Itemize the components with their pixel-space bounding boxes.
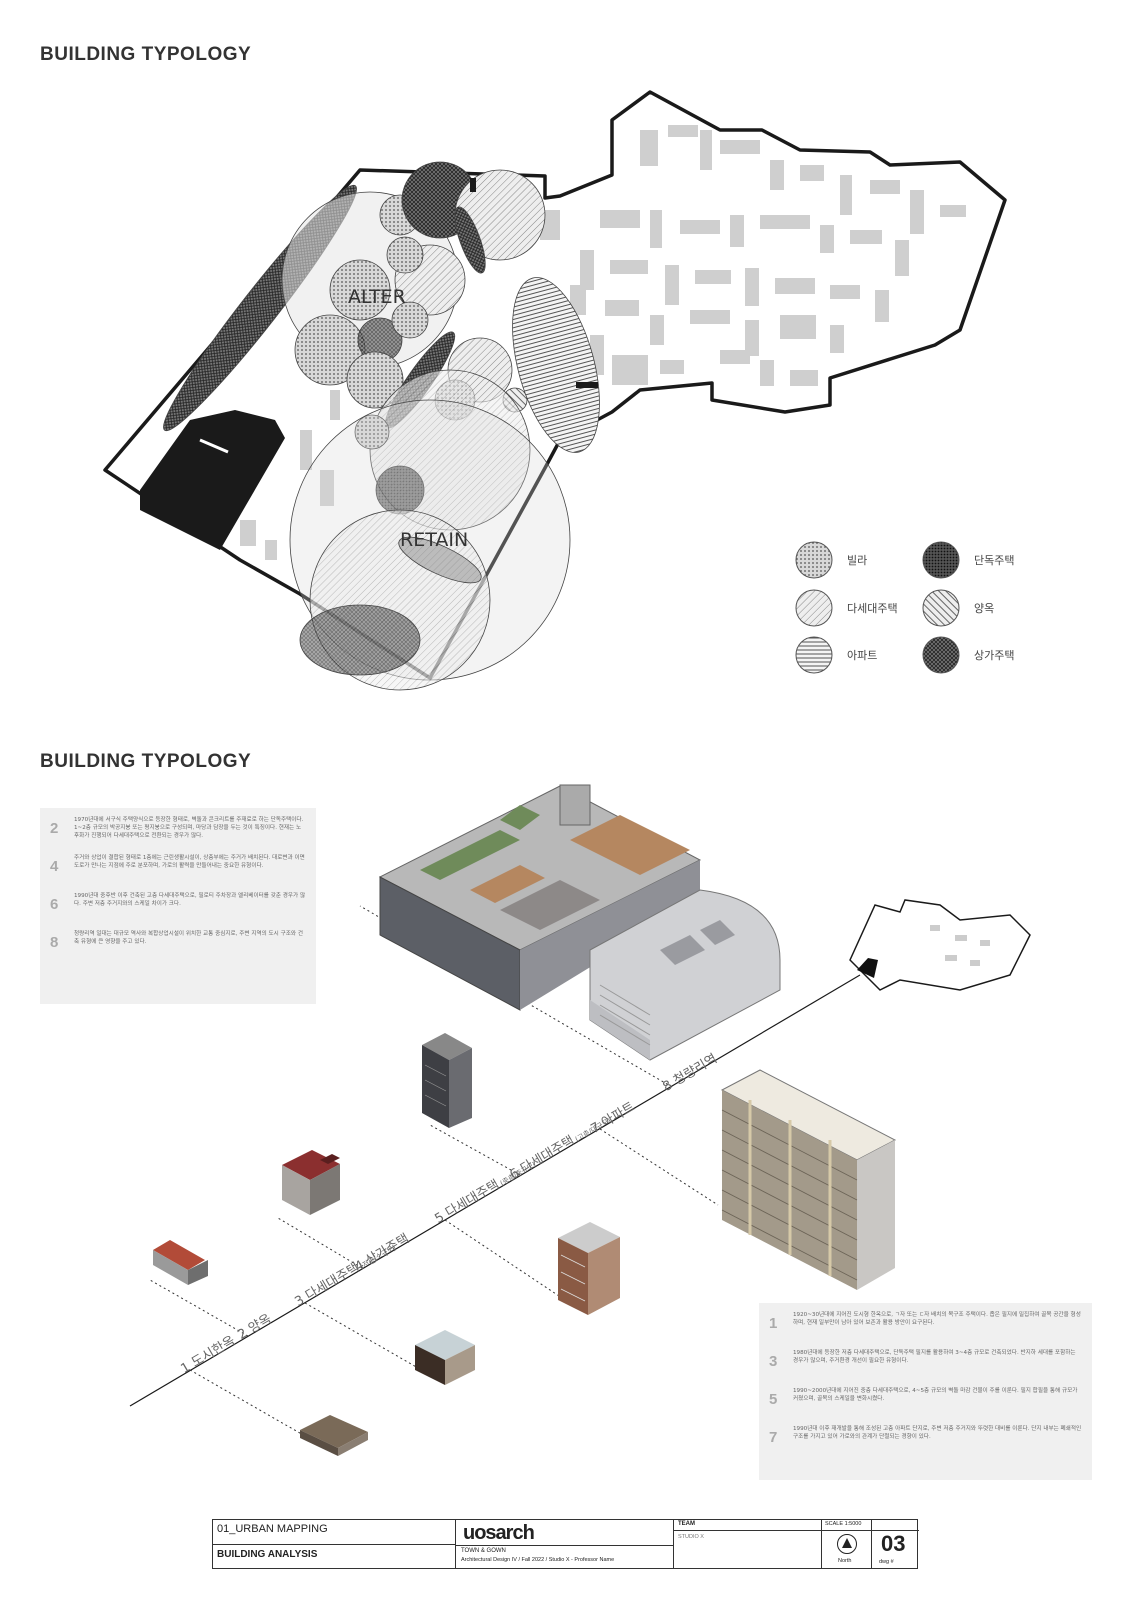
- building-5: [558, 1222, 620, 1315]
- legend-item: 단독주택: [922, 541, 1014, 579]
- building-4: [282, 1150, 340, 1215]
- legend-item: 양옥: [922, 589, 994, 627]
- course-title: TOWN & GOWN: [461, 1548, 506, 1554]
- note-item: 5 1990~2000년대에 지어진 중층 다세대주택으로, 4~5층 규모의 벽…: [769, 1387, 1082, 1413]
- note-text: 1990년대 중후반 이후 건축된 고층 다세대주택으로, 필로티 주차장과 엘…: [74, 893, 306, 907]
- retain-label: RETAIN: [400, 529, 468, 551]
- building-1: [300, 1415, 368, 1456]
- notes-panel-left: 2 1970년대에 서구식 주택양식으로 등장한 형태로, 벽돌과 콘크리트를 주…: [40, 808, 316, 1004]
- legend-label: 상가주택: [974, 649, 1015, 662]
- section-name: BUILDING ANALYSIS: [217, 1549, 318, 1560]
- legend-swatch-icon: [795, 541, 833, 579]
- timeline-label-text: 6 다세대주택: [507, 1133, 578, 1183]
- timeline-label-text: 3 다세대주택: [292, 1260, 363, 1310]
- note-text: 1920~30년대에 지어진 도시형 한옥으로, ㄱ자 또는 ㄷ자 배치의 목구…: [793, 1312, 1081, 1326]
- legend-swatch-icon: [922, 636, 960, 674]
- building-2: [153, 1240, 208, 1285]
- notes-panel-right: 1 1920~30년대에 지어진 도시형 한옥으로, ㄱ자 또는 ㄷ자 배치의 목…: [759, 1303, 1092, 1480]
- logo: uosarch: [463, 1522, 535, 1544]
- note-item: 6 1990년대 중후반 이후 건축된 고층 다세대주택으로, 필로티 주차장과 …: [50, 892, 306, 918]
- legend-label: 단독주택: [974, 554, 1015, 567]
- timeline-label: 2 양옥: [233, 1308, 274, 1343]
- legend-item: 다세대주택: [795, 589, 898, 627]
- north-label: North: [838, 1558, 852, 1564]
- sheet-label: dwg #: [879, 1559, 894, 1565]
- legend-item: 빌라: [795, 541, 867, 579]
- legend-item: 상가주택: [922, 636, 1014, 674]
- team-value: STUDIO X: [678, 1534, 704, 1540]
- sheet-number: 03: [881, 1531, 906, 1556]
- timeline-label: 1 도시한옥: [176, 1330, 238, 1377]
- note-item: 8 청량리역 일대는 대규모 역사와 복합상업시설이 위치한 교통 중심지로, 주…: [50, 930, 306, 956]
- note-text: 1990~2000년대에 지어진 중층 다세대주택으로, 4~5층 규모의 벽돌…: [793, 1388, 1078, 1402]
- alter-label: ALTER: [348, 286, 406, 308]
- note-number: 1: [769, 1315, 778, 1332]
- note-item: 3 1980년대에 등장한 저층 다세대주택으로, 단독주택 필지를 활용하여 3…: [769, 1349, 1082, 1375]
- existing-buildings: [240, 125, 966, 560]
- timeline-label: 8 청량리역: [658, 1048, 720, 1095]
- note-text: 1980년대에 등장한 저층 다세대주택으로, 단독주택 필지를 활용하여 3~…: [793, 1350, 1076, 1364]
- note-number: 2: [50, 820, 59, 837]
- note-number: 4: [50, 858, 59, 875]
- station-block: [140, 410, 285, 550]
- note-text: 1990년대 이후 재개발을 통해 조성된 고층 아파트 단지로, 주변 저층 …: [793, 1426, 1082, 1440]
- legend-label: 아파트: [847, 649, 878, 662]
- note-item: 7 1990년대 이후 재개발을 통해 조성된 고층 아파트 단지로, 주변 저층…: [769, 1425, 1082, 1451]
- legend-item: 아파트: [795, 636, 877, 674]
- timeline-label-text: 2 양옥: [235, 1311, 275, 1343]
- note-number: 5: [769, 1391, 778, 1408]
- section-title-map: BUILDING TYPOLOGY: [40, 44, 252, 65]
- legend-label: 빌라: [847, 554, 868, 567]
- station-complex: [378, 784, 781, 1061]
- note-number: 7: [769, 1429, 778, 1446]
- legend-swatch-icon: [922, 541, 960, 579]
- mini-map: [849, 899, 1031, 991]
- typology-zones: [163, 161, 600, 691]
- scale-label: SCALE 1:5000: [825, 1521, 862, 1527]
- typology-map: ALTER RETAIN: [103, 90, 1007, 691]
- course-subtitle: Architectural Design IV / Fall 2022 / St…: [461, 1557, 615, 1563]
- note-number: 8: [50, 934, 59, 951]
- building-3: [415, 1330, 475, 1385]
- legend-label: 양옥: [974, 602, 995, 615]
- legend-swatch-icon: [795, 636, 833, 674]
- timeline-label-text: 5 다세대주택: [432, 1177, 503, 1227]
- building-6: [422, 1033, 472, 1128]
- note-item: 4 주거와 상업이 결합된 형태로 1층에는 근린생활시설이, 상층부에는 주거가…: [50, 854, 306, 880]
- note-item: 1 1920~30년대에 지어진 도시형 한옥으로, ㄱ자 또는 ㄷ자 배치의 목…: [769, 1311, 1082, 1337]
- title-block: 01_URBAN MAPPING BUILDING ANALYSIS uosar…: [212, 1519, 919, 1569]
- note-text: 주거와 상업이 결합된 형태로 1층에는 근린생활시설이, 상층부에는 주거가 …: [74, 855, 305, 869]
- note-number: 6: [50, 896, 59, 913]
- timeline-label-text: 8 청량리역: [660, 1051, 720, 1095]
- note-number: 3: [769, 1353, 778, 1370]
- section-title-axonometric: BUILDING TYPOLOGY: [40, 751, 252, 772]
- note-text: 1970년대에 서구식 주택양식으로 등장한 형태로, 벽돌과 콘크리트를 주재…: [74, 817, 304, 839]
- timeline-label-text: 7 아파트: [588, 1099, 638, 1137]
- legend-swatch-icon: [922, 589, 960, 627]
- legend-swatch-icon: [795, 589, 833, 627]
- timeline-label-text: 1 도시한옥: [178, 1333, 238, 1377]
- team-label: TEAM: [678, 1521, 695, 1527]
- note-item: 2 1970년대에 서구식 주택양식으로 등장한 형태로, 벽돌과 콘크리트를 주…: [50, 816, 306, 842]
- building-7: [720, 1069, 897, 1290]
- timeline-label: 7 아파트: [586, 1096, 637, 1137]
- legend-label: 다세대주택: [847, 602, 898, 615]
- north-arrow-icon: [837, 1534, 857, 1554]
- section-code: 01_URBAN MAPPING: [217, 1523, 328, 1535]
- note-text: 청량리역 일대는 대규모 역사와 복합상업시설이 위치한 교통 중심지로, 주변…: [74, 931, 303, 945]
